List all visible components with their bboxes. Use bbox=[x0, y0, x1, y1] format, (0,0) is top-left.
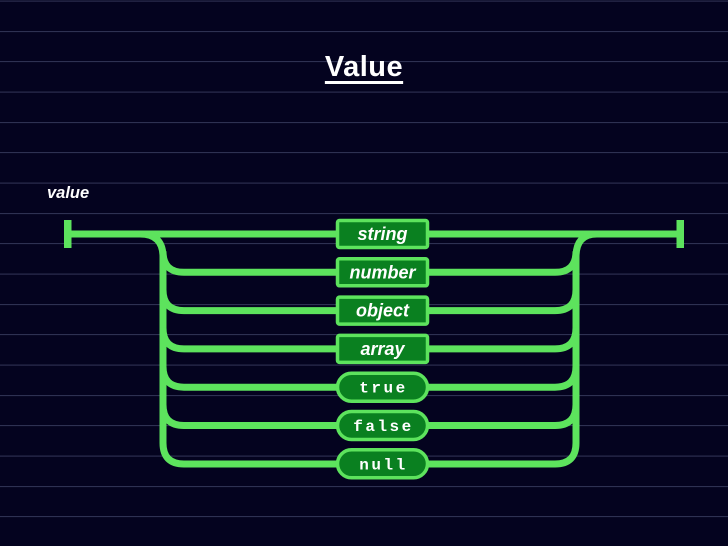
node-box-false bbox=[335, 409, 430, 442]
node-label-array: array bbox=[360, 339, 405, 359]
node-label-number: number bbox=[349, 262, 416, 282]
branch-right-object bbox=[425, 289, 580, 315]
end-terminal-bar bbox=[676, 220, 684, 248]
left-branch-trunk bbox=[139, 230, 340, 468]
node-box-object bbox=[335, 295, 430, 326]
node-box-array bbox=[335, 333, 430, 365]
branch-left-number bbox=[159, 251, 340, 276]
branch-left-true bbox=[159, 366, 340, 391]
rule-name-label: value bbox=[47, 184, 90, 202]
branch-left-object bbox=[159, 289, 340, 315]
right-branch-trunk bbox=[425, 230, 598, 468]
node-box-string bbox=[335, 218, 430, 250]
branch-curves bbox=[159, 251, 580, 429]
node-box-true bbox=[335, 371, 430, 403]
node-box-null bbox=[335, 448, 430, 480]
node-label-false: false bbox=[353, 418, 414, 436]
node-label-string: string bbox=[357, 224, 407, 244]
node-label-null: null bbox=[359, 456, 407, 474]
branch-left-array bbox=[159, 327, 340, 353]
branch-right-true bbox=[425, 366, 580, 391]
node-label-object: object bbox=[356, 301, 410, 321]
branch-right-false bbox=[425, 404, 580, 429]
slide-title: Value bbox=[0, 51, 728, 84]
branch-left-false bbox=[159, 404, 340, 429]
alternative-nodes: string number object array true false null bbox=[335, 218, 430, 480]
start-terminal-bar bbox=[64, 220, 72, 248]
slide-title-text: Value bbox=[324, 51, 404, 83]
node-label-true: true bbox=[359, 380, 407, 398]
branch-right-number bbox=[425, 251, 580, 276]
branch-right-array bbox=[425, 327, 580, 353]
node-box-number bbox=[335, 257, 430, 288]
